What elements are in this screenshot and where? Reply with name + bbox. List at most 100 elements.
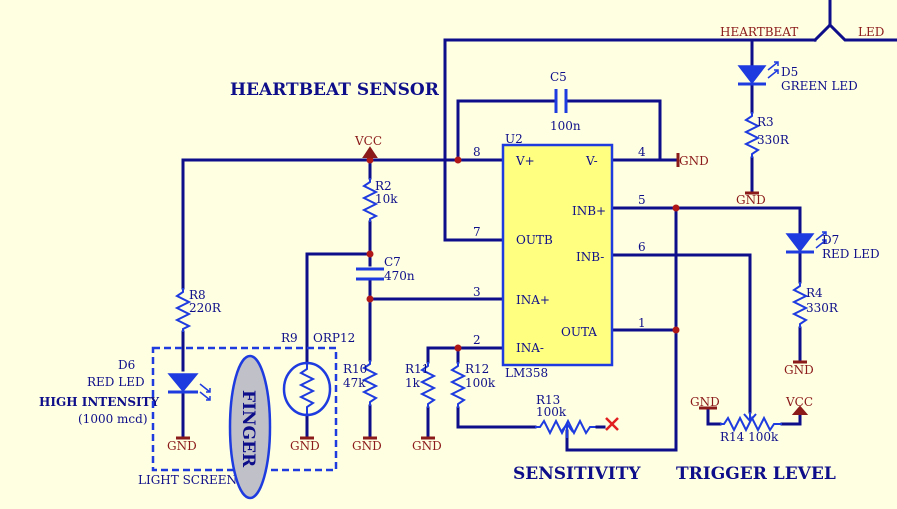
gnd-label: GND <box>736 193 766 207</box>
finger: FINGER <box>228 354 272 500</box>
r10-ref: R10 <box>343 362 367 376</box>
r4-value: 330R <box>806 301 839 315</box>
pin-label-ina-plus: INA+ <box>516 293 550 307</box>
gnd-label: GND <box>784 363 814 377</box>
resistor-r8: R8 220R <box>174 288 222 332</box>
junction-dot <box>454 344 462 352</box>
resistor-r4: R4 330R <box>791 282 839 328</box>
pin-label-inb-plus: INB+ <box>572 204 606 218</box>
wires <box>181 0 897 452</box>
pin-label-outa: OUTA <box>561 325 597 339</box>
r13-ref: R13 <box>536 393 560 407</box>
gnd-pin4: GND <box>676 153 709 168</box>
c5-value: 100n <box>550 119 581 133</box>
gnd-label: GND <box>167 439 197 453</box>
vcc-label: VCC <box>354 134 382 148</box>
resistor-r12: R12 100k <box>449 362 496 408</box>
capacitor-c5: C5 100n <box>550 70 581 133</box>
junctions <box>366 156 680 352</box>
junction-dot <box>366 250 374 258</box>
potentiometer-r14: R14 100k <box>720 412 782 444</box>
vcc-label: VCC <box>785 395 813 409</box>
resistor-r10: R10 47k <box>343 360 379 406</box>
gnd-r3: GND <box>736 191 766 207</box>
led-d5-green: D5 GREEN LED <box>737 61 858 93</box>
r11-ref: R11 <box>405 362 429 376</box>
pin-number-8: 8 <box>473 145 481 159</box>
pin-label-v-plus: V+ <box>515 154 535 168</box>
gnd-r11: GND <box>412 436 442 453</box>
ic-body <box>501 143 614 367</box>
r14-label: R14 100k <box>720 430 779 444</box>
vcc-arrow-icon <box>791 405 809 415</box>
title-heartbeat-sensor: HEARTBEAT SENSOR <box>230 80 440 100</box>
no-connect-x-icon <box>605 417 619 431</box>
d7-value: RED LED <box>822 247 880 261</box>
junction-dot <box>672 204 680 212</box>
r8-value: 220R <box>189 301 222 315</box>
r2-value: 10k <box>375 192 398 206</box>
r13-value: 100k <box>536 405 567 419</box>
c7-ref: C7 <box>384 255 401 269</box>
title-trigger-level: TRIGGER LEVEL <box>676 464 836 484</box>
gnd-r10: GND <box>352 436 382 453</box>
r9-ref: R9 <box>281 331 298 345</box>
ic-u2-lm358: U2 LM358 V+ V- INB+ OUTB INB- INA+ OUTA … <box>473 132 646 380</box>
pin-label-outb: OUTB <box>516 233 553 247</box>
pin-label-inb-minus: INB- <box>576 250 604 264</box>
d5-value: GREEN LED <box>781 79 858 93</box>
pin-number-3: 3 <box>473 285 481 299</box>
gnd-r14: GND <box>690 395 720 410</box>
led-d6-red: D6 RED LED <box>87 358 211 401</box>
r3-ref: R3 <box>757 115 774 129</box>
resistor-r2: R2 10k <box>361 178 398 222</box>
title-sensitivity: SENSITIVITY <box>513 464 641 484</box>
gnd-label: GND <box>679 154 709 168</box>
junction-dot <box>366 156 374 164</box>
net-labels: HEARTBEAT LED VCC VCC <box>354 25 884 415</box>
c7-value: 470n <box>384 269 415 283</box>
r2-ref: R2 <box>375 179 392 193</box>
c5-ref: C5 <box>550 70 567 84</box>
r8-ref: R8 <box>189 288 206 302</box>
pin-number-1: 1 <box>638 316 646 330</box>
finger-label: FINGER <box>238 390 258 468</box>
mcd-label: (1000 mcd) <box>78 412 148 426</box>
d7-ref: D7 <box>822 233 839 247</box>
junction-dot <box>454 156 462 164</box>
resistor-r11: R11 1k <box>405 362 437 408</box>
gnd-label: GND <box>412 439 442 453</box>
pin-number-4: 4 <box>638 145 646 159</box>
r12-ref: R12 <box>465 362 489 376</box>
r10-value: 47k <box>343 376 366 390</box>
gnd-r4: GND <box>784 360 814 377</box>
gnd-label: GND <box>690 395 720 409</box>
r3-value: 330R <box>757 133 790 147</box>
gnd-r9: GND <box>290 436 320 453</box>
pin-number-5: 5 <box>638 193 646 207</box>
u2-part: LM358 <box>505 366 548 380</box>
net-heartbeat-label: HEARTBEAT <box>720 25 798 39</box>
r11-value: 1k <box>405 376 421 390</box>
r4-ref: R4 <box>806 286 823 300</box>
capacitor-c7: C7 470n <box>356 255 415 283</box>
gnd-label: GND <box>290 439 320 453</box>
finger-ellipse <box>228 354 272 500</box>
ldr-r9-orp12: R9 ORP12 <box>281 331 355 417</box>
gnd-d6: GND <box>167 436 197 453</box>
ground-symbols: GND GND GND GND GND GND GND GND <box>167 153 814 453</box>
net-led-label: LED <box>858 25 884 39</box>
light-screen-label: LIGHT SCREEN <box>138 473 237 487</box>
pin-number-7: 7 <box>473 225 481 239</box>
u2-ref: U2 <box>505 132 523 146</box>
high-intensity-label: HIGH INTENSITY <box>39 395 160 409</box>
junction-dot <box>672 326 680 334</box>
potentiometer-r13: R13 100k <box>535 393 619 438</box>
pin-number-6: 6 <box>638 240 646 254</box>
pin-number-2: 2 <box>473 333 481 347</box>
r12-value: 100k <box>465 376 496 390</box>
resistor-r3: R3 330R <box>743 112 790 158</box>
r9-value: ORP12 <box>313 331 355 345</box>
vcc-arrow-icon <box>362 146 378 158</box>
